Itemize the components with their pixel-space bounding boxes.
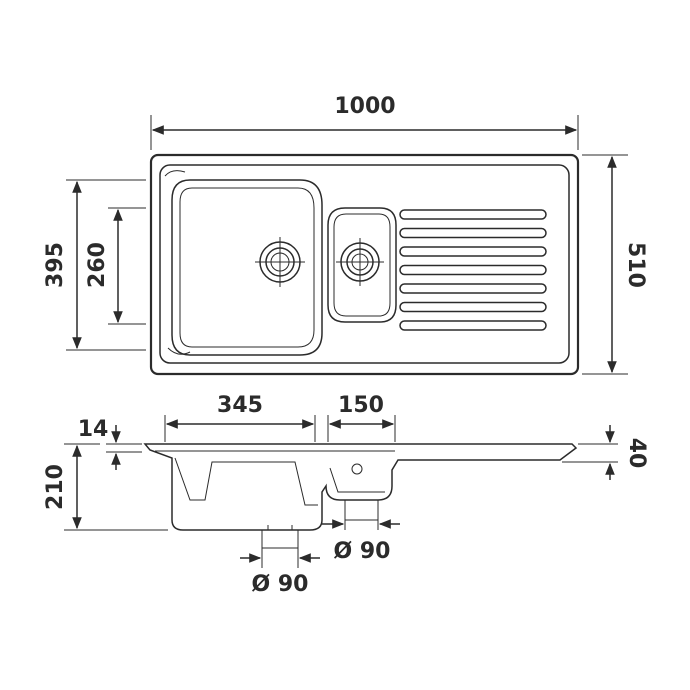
large-waste-pipe — [261, 530, 299, 549]
sink-inner-rim — [159, 164, 570, 364]
small-bowl-inner — [333, 213, 391, 317]
side-section: 345 150 14 210 40 Ø 90 Ø 90 — [43, 393, 649, 597]
dim-large-waste-diameter: Ø 90 — [252, 572, 309, 597]
dim-total-height: 210 — [43, 464, 68, 510]
drainer-rib — [399, 301, 547, 313]
small-bowl — [327, 207, 397, 323]
drainer-rib — [399, 209, 547, 220]
drainer-rib — [399, 246, 547, 257]
dim-large-bowl-width: 345 — [217, 393, 263, 418]
drainer-rib — [399, 283, 547, 294]
drainer-ribs — [399, 209, 547, 331]
drainer-rib — [399, 264, 547, 276]
large-bowl-inner — [179, 187, 315, 348]
sink-profile — [143, 443, 578, 531]
dim-overall-depth: 510 — [623, 242, 648, 288]
small-waste-outlet — [336, 238, 384, 286]
drainer-rib — [399, 227, 547, 239]
dim-overall-width: 1000 — [334, 94, 395, 119]
dim-rim-thickness: 14 — [78, 417, 109, 442]
top-view: 1000 510 395 260 — [43, 94, 648, 376]
small-waste-pipe — [344, 500, 379, 521]
large-bowl — [171, 179, 323, 356]
sink-outline — [149, 153, 580, 376]
dim-drainer-height: 40 — [624, 438, 649, 469]
drainer-rib — [399, 320, 547, 331]
dim-small-waste-diameter: Ø 90 — [334, 539, 391, 564]
dim-small-bowl-depth: 260 — [85, 242, 110, 288]
dim-large-bowl-depth: 395 — [43, 242, 68, 288]
large-waste-outlet — [255, 237, 305, 287]
dim-small-bowl-width: 150 — [338, 393, 384, 418]
